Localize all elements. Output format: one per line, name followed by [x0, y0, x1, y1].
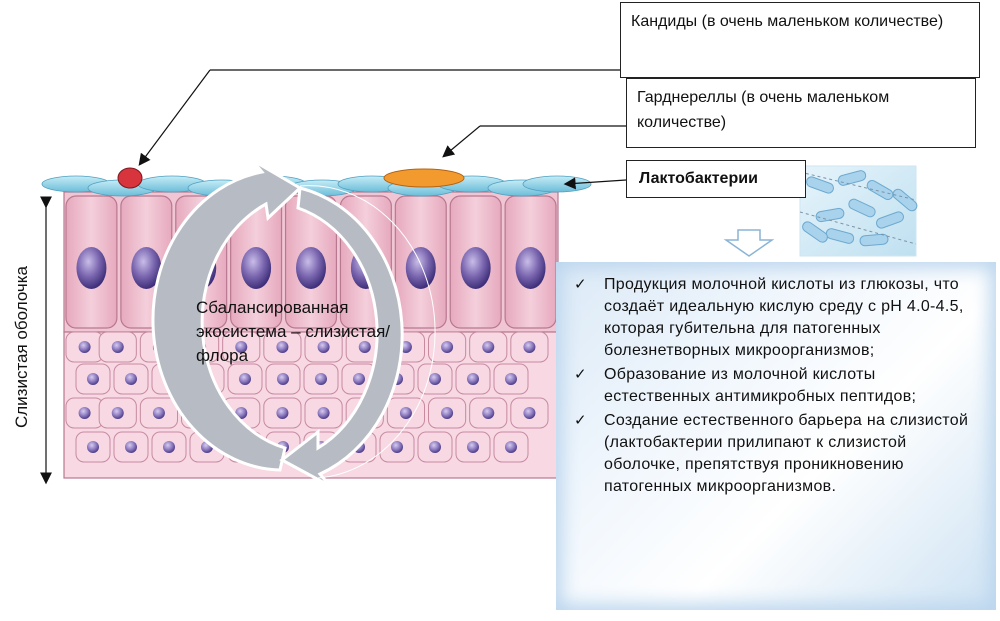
basal-nucleus	[353, 373, 365, 385]
basal-nucleus	[163, 441, 175, 453]
lactobacteria-label-box: Лактобактерии	[626, 160, 806, 198]
basal-nucleus	[125, 441, 137, 453]
mucosa-label-wrap: Слизистая оболочка	[8, 212, 36, 482]
lactobacillus-rod	[825, 228, 855, 244]
benefits-panel: ✓ Продукция молочной кислоты из глюкозы,…	[556, 262, 996, 610]
lactobacteria-pointer-arrow	[563, 177, 627, 190]
benefit-item: ✓ Продукция молочной кислоты из глюкозы,…	[574, 274, 982, 362]
benefit-text: Создание естественного барьера на слизис…	[604, 412, 969, 495]
basal-nucleus	[239, 373, 251, 385]
basal-nucleus	[276, 341, 289, 353]
lactobacillus-rod	[815, 207, 845, 223]
candida-label-box: Кандиды (в очень маленьком количестве)	[620, 2, 980, 78]
basal-nucleus	[111, 341, 124, 353]
benefit-text: Образование из молочной кислоты естестве…	[604, 366, 917, 405]
basal-nucleus	[429, 441, 441, 453]
basal-nucleus	[277, 373, 289, 385]
lactobacillus-rod	[876, 211, 904, 229]
basal-nucleus	[317, 407, 330, 419]
basal-nucleus	[152, 407, 165, 419]
cell-nucleus	[241, 247, 272, 289]
lactobacteria-image	[799, 165, 918, 257]
candida-pointer-arrow	[138, 69, 211, 166]
basal-nucleus	[358, 341, 371, 353]
basal-nucleus	[125, 373, 137, 385]
basal-nucleus	[505, 441, 517, 453]
basal-nucleus	[315, 373, 327, 385]
benefits-list: ✓ Продукция молочной кислоты из глюкозы,…	[556, 262, 996, 498]
gardnerella-label: Гарднереллы (в очень маленьком количеств…	[637, 89, 890, 131]
basal-nucleus	[111, 407, 124, 419]
cell-nucleus	[405, 247, 436, 289]
check-icon: ✓	[574, 366, 587, 383]
cell-nucleus	[131, 247, 162, 289]
basal-nucleus	[78, 407, 91, 419]
gardnerella-pointer-arrow	[442, 125, 481, 158]
lactobacillus-rod	[802, 221, 828, 243]
lactobacillus-rod	[848, 198, 876, 218]
basal-nucleus	[87, 373, 99, 385]
basal-nucleus	[441, 407, 454, 419]
lactobacillus-rod	[837, 170, 867, 186]
ecosystem-label: Сбалансированная экосистема – слизистая/…	[196, 298, 391, 365]
mucosa-label: Слизистая оболочка	[12, 265, 31, 429]
basal-nucleus	[429, 373, 441, 385]
candida-cell	[117, 167, 143, 189]
basal-nucleus	[78, 341, 91, 353]
basal-nucleus	[87, 441, 99, 453]
cycle-arrow-left	[151, 158, 303, 472]
basal-nucleus	[235, 341, 248, 353]
basal-nucleus	[523, 407, 536, 419]
basal-nucleus	[441, 341, 454, 353]
cycle-arrows	[151, 158, 436, 488]
benefit-text: Продукция молочной кислоты из глюкозы, ч…	[604, 276, 964, 359]
cell-nucleus	[515, 247, 546, 289]
down-hollow-arrow	[723, 229, 775, 257]
basal-nucleus	[235, 407, 248, 419]
gardnerella-cell	[383, 168, 465, 188]
lactobacteria-label: Лактобактерии	[639, 170, 758, 187]
basal-nucleus	[467, 373, 479, 385]
basal-nucleus	[482, 407, 495, 419]
gardnerella-label-box: Гарднереллы (в очень маленьком количеств…	[626, 78, 976, 148]
check-icon: ✓	[574, 412, 587, 429]
basal-nucleus	[505, 373, 517, 385]
cycle-arrow-right	[279, 186, 404, 488]
basal-nucleus	[317, 341, 330, 353]
candida-label: Кандиды (в очень маленьком количестве)	[631, 13, 944, 30]
cell-nucleus	[76, 247, 107, 289]
benefit-item: ✓ Создание естественного барьера на слиз…	[574, 410, 982, 498]
basal-nucleus	[523, 341, 536, 353]
cell-nucleus	[296, 247, 326, 289]
basal-nucleus	[391, 441, 403, 453]
lactobacillus-rod	[892, 188, 918, 212]
lactobacillus-rod	[859, 233, 889, 247]
benefit-item: ✓ Образование из молочной кислоты естест…	[574, 364, 982, 408]
lactobacillus-rod	[866, 180, 894, 200]
basal-nucleus	[276, 407, 289, 419]
basal-nucleus	[482, 341, 495, 353]
lactobacillus-rod	[806, 176, 834, 194]
check-icon: ✓	[574, 276, 587, 293]
cell-nucleus	[460, 247, 491, 289]
basal-nucleus	[467, 441, 479, 453]
mucus-cell	[522, 175, 592, 193]
basal-nucleus	[399, 407, 412, 419]
